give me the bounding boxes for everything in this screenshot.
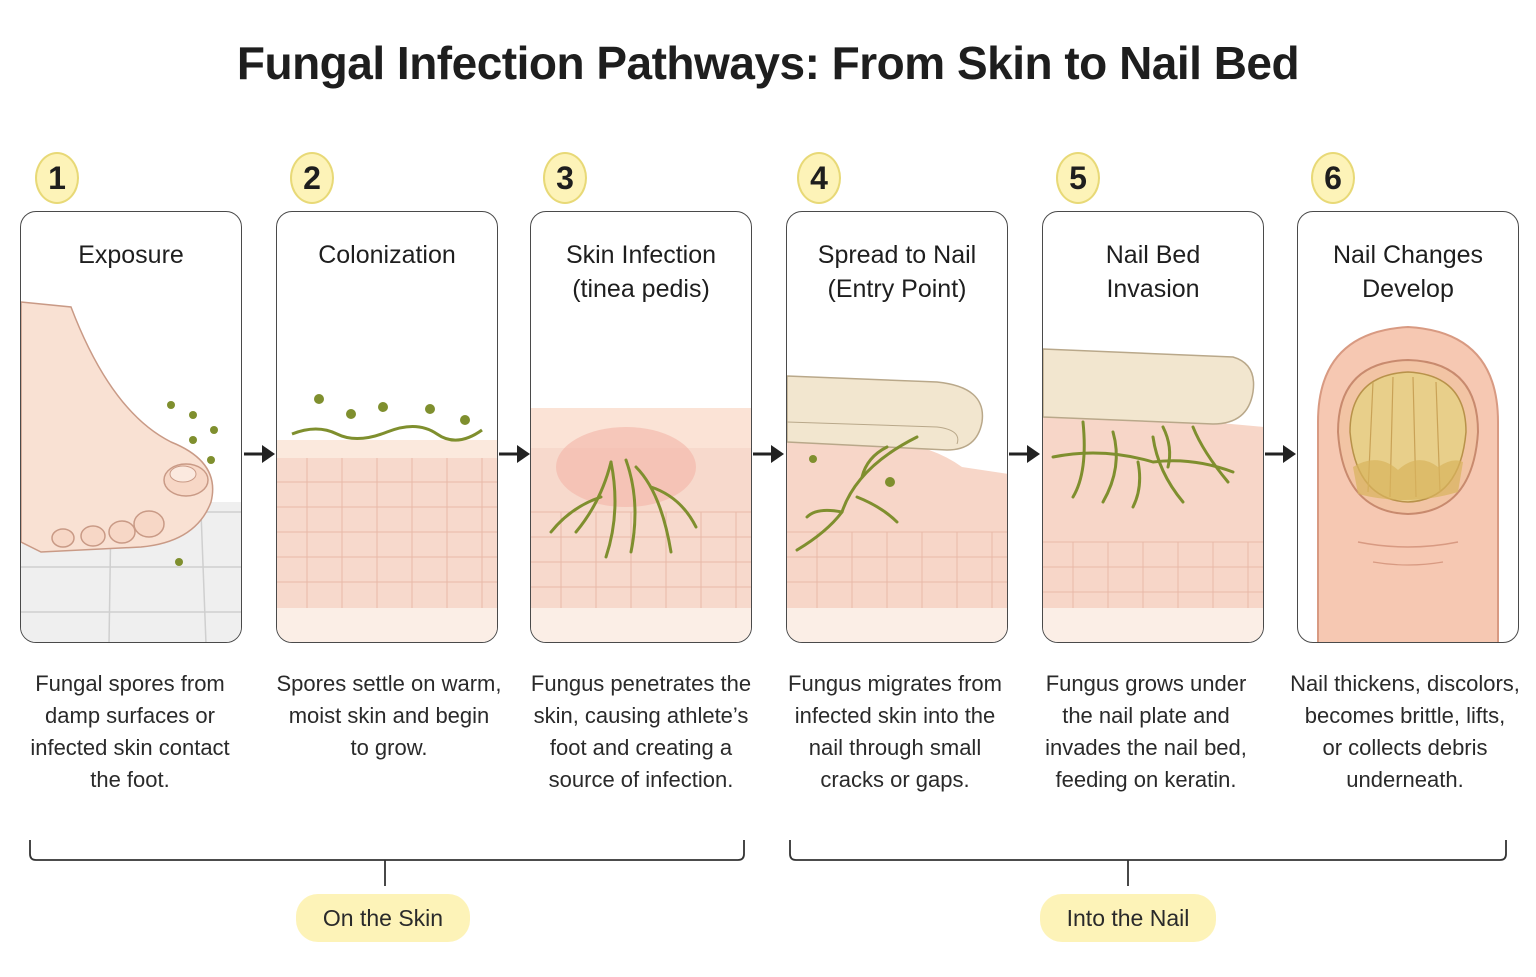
step-6-description: Nail thickens, discolors, becomes brittl…	[1290, 671, 1520, 792]
arrow-3-to-4-icon	[753, 445, 784, 463]
step-4-description: Fungus migrates from infected skin into …	[788, 671, 1002, 792]
nail-entry-illustration	[787, 375, 1007, 642]
skin-group-bracket	[29, 840, 745, 886]
arrow-2-to-3-icon	[499, 445, 530, 463]
group-label-into-the-nail: Into the Nail	[1040, 894, 1216, 942]
step-1-number: 1	[35, 152, 79, 204]
step-1-description: Fungal spores from damp surfaces or infe…	[30, 671, 230, 792]
step-2-description: Spores settle on warm, moist skin and be…	[276, 671, 502, 760]
step-6-number: 6	[1311, 152, 1355, 204]
group-label-on-the-skin: On the Skin	[296, 894, 470, 942]
step-5-description: Fungus grows under the nail plate and in…	[1045, 671, 1247, 792]
step-4-panel: Spread to Nail (Entry Point)	[786, 211, 1008, 643]
step-3-number: 3	[543, 152, 587, 204]
step-6-title: Nail Changes Develop	[1332, 241, 1484, 303]
step-5-title: Nail Bed Invasion	[1105, 241, 1201, 303]
step-3-title: Skin Infection (tinea pedis)	[565, 241, 717, 303]
step-4-title: Spread to Nail (Entry Point)	[817, 241, 977, 303]
step-3-description: Fungus penetrates the skin, causing athl…	[530, 671, 752, 792]
step-2-number: 2	[290, 152, 334, 204]
skin-infection-illustration	[531, 408, 751, 642]
nail-bed-invasion-illustration	[1043, 348, 1263, 642]
foot-exposure-illustration	[21, 301, 241, 642]
arrow-4-to-5-icon	[1009, 445, 1040, 463]
arrow-5-to-6-icon	[1265, 445, 1296, 463]
skin-colonization-illustration	[277, 394, 497, 642]
step-5-panel: Nail Bed Invasion	[1042, 211, 1264, 643]
step-2-panel: Colonization	[276, 211, 498, 643]
step-4-number: 4	[797, 152, 841, 204]
arrow-1-to-2-icon	[244, 445, 275, 463]
step-5-number: 5	[1056, 152, 1100, 204]
step-1-panel: Exposure	[20, 211, 242, 643]
step-3-panel: Skin Infection (tinea pedis)	[530, 211, 752, 643]
page-title: Fungal Infection Pathways: From Skin to …	[236, 37, 1300, 89]
nail-group-bracket	[789, 840, 1507, 886]
step-2-title: Colonization	[318, 241, 456, 269]
step-1-title: Exposure	[78, 241, 184, 269]
infected-nail-illustration	[1317, 325, 1499, 642]
step-6-panel: Nail Changes Develop	[1297, 211, 1519, 643]
